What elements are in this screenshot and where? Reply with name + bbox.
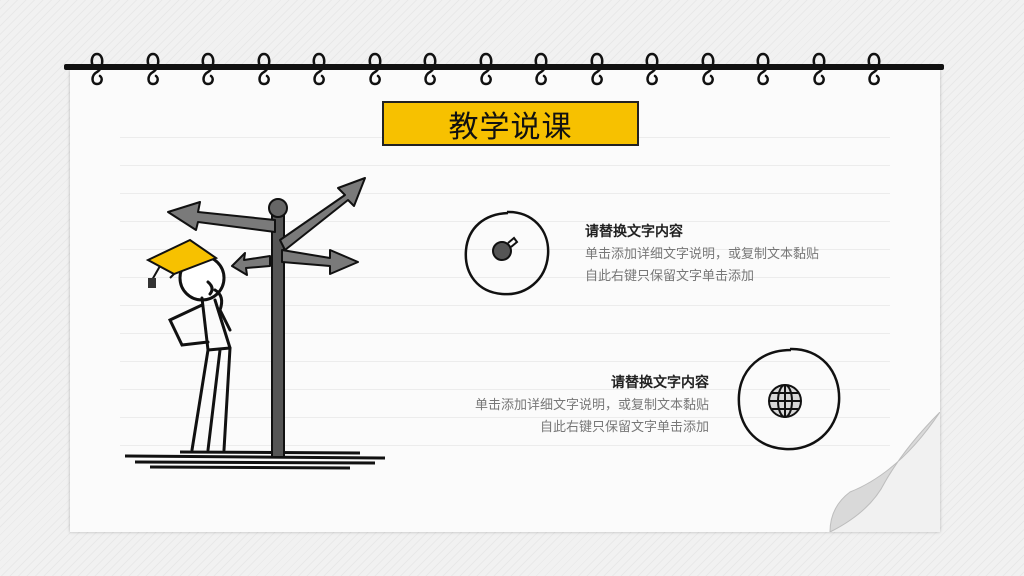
spiral-ring-icon bbox=[812, 52, 825, 86]
item-1-line-2: 自此右键只保留文字单击添加 bbox=[585, 269, 755, 284]
item-1-circle bbox=[464, 210, 550, 296]
spiral-ring-icon bbox=[201, 52, 215, 86]
notebook-page bbox=[70, 70, 940, 532]
spiral-ring-icon bbox=[423, 52, 437, 86]
graduation-cap-icon bbox=[145, 238, 219, 288]
stick-figure bbox=[167, 254, 232, 452]
slide-title-text: 教学说课 bbox=[448, 109, 573, 145]
item-2-text: 单击添加详细文字说明，或复制文本黏贴 自此右键只保留文字单击添加 bbox=[475, 395, 709, 439]
page-ruled-lines bbox=[120, 110, 890, 472]
item-2-title: 请替换文字内容 bbox=[611, 375, 709, 391]
bag-icon bbox=[492, 236, 519, 261]
spiral-ring-icon bbox=[479, 52, 492, 86]
ground-scribble bbox=[124, 450, 386, 470]
spiral-ring-icon bbox=[867, 52, 881, 86]
spiral-ring-icon bbox=[756, 52, 770, 86]
spiral-ring-icon bbox=[257, 52, 270, 86]
spiral-ring-icon bbox=[590, 52, 603, 86]
binder-rule bbox=[64, 64, 944, 70]
item-2-line-1: 单击添加详细文字说明，或复制文本黏贴 bbox=[474, 398, 709, 413]
slide-title: 教学说课 bbox=[382, 101, 639, 146]
spiral-ring-icon bbox=[90, 52, 104, 86]
item-2-circle bbox=[737, 347, 841, 451]
item-1-text: 单击添加详细文字说明，或复制文本黏贴 自此右键只保留文字单击添加 bbox=[585, 244, 819, 288]
spiral-ring-icon bbox=[312, 52, 326, 86]
spiral-ring-icon bbox=[645, 52, 659, 86]
spiral-ring-icon bbox=[701, 52, 714, 86]
spiral-ring-icon bbox=[368, 52, 381, 86]
spiral-ring-icon bbox=[146, 52, 159, 86]
globe-icon bbox=[768, 384, 802, 418]
spiral-ring-icon bbox=[534, 52, 548, 86]
stick-figure-signpost-illustration bbox=[124, 177, 386, 470]
item-2-line-2: 自此右键只保留文字单击添加 bbox=[539, 420, 709, 435]
item-1-title: 请替换文字内容 bbox=[585, 224, 683, 240]
signpost-arrows bbox=[167, 177, 366, 276]
item-1-line-1: 单击添加详细文字说明，或复制文本黏贴 bbox=[585, 247, 820, 262]
page-curl bbox=[829, 412, 940, 532]
